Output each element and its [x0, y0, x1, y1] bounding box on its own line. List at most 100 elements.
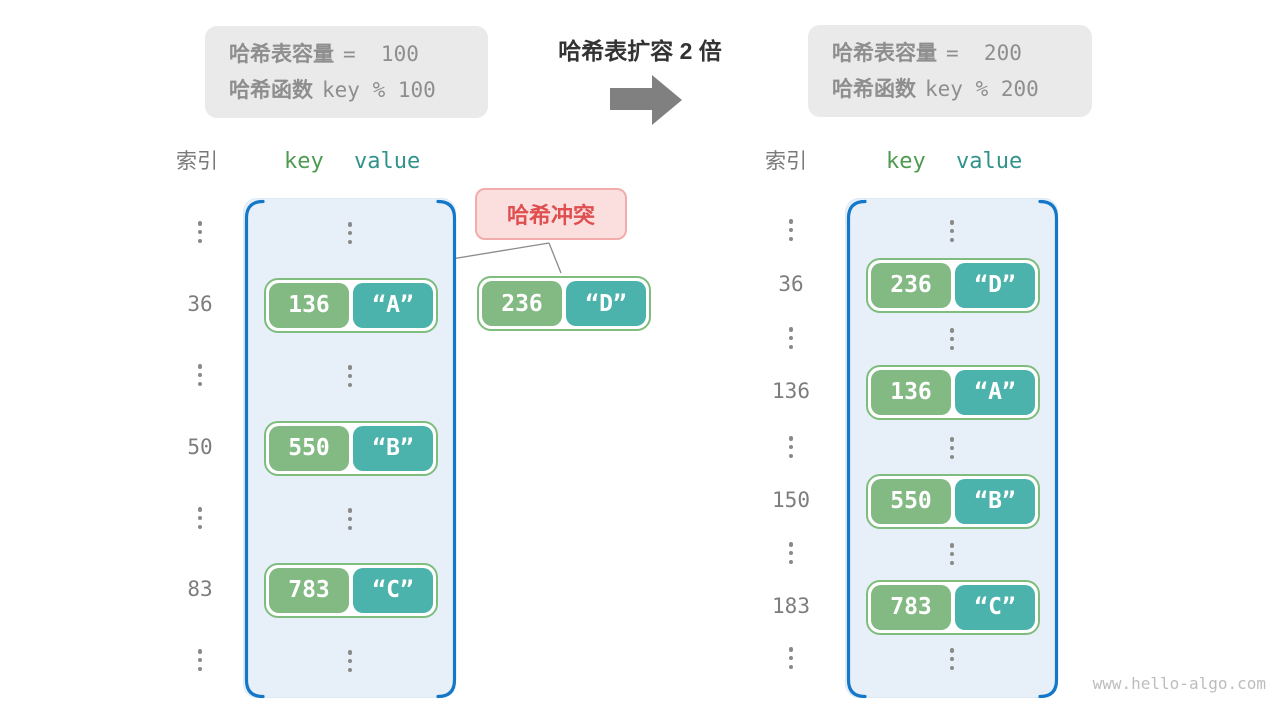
dot-icon — [788, 327, 794, 332]
index-ellipsis — [788, 219, 794, 241]
value-cell: “C” — [955, 584, 1035, 630]
right-value-header: value — [956, 149, 1023, 174]
dot-icon — [347, 365, 353, 370]
dot-icon — [788, 647, 794, 652]
key-value-pair: 236“D” — [866, 257, 1040, 313]
slot-ellipsis — [347, 365, 353, 387]
dot-icon — [197, 372, 203, 378]
value-cell: “A” — [353, 282, 433, 328]
dot-icon — [949, 656, 955, 662]
dot-icon — [347, 373, 353, 379]
dot-icon — [197, 229, 203, 235]
dot-icon — [347, 230, 353, 236]
right-arrow-icon — [610, 75, 682, 125]
dot-icon — [347, 525, 353, 530]
capacity-value: = 200 — [946, 40, 1022, 65]
key-cell: 236 — [482, 281, 562, 326]
slot-ellipsis — [949, 328, 955, 350]
dot-icon — [347, 650, 353, 655]
index-ellipsis — [788, 327, 794, 349]
dot-icon — [949, 665, 955, 670]
dot-icon — [949, 437, 955, 442]
capacity-line: 哈希表容量= 200 — [832, 38, 1068, 69]
slot-ellipsis — [347, 508, 353, 530]
key-cell: 136 — [871, 369, 951, 415]
key-cell: 236 — [871, 262, 951, 308]
dot-icon — [788, 550, 794, 556]
dot-icon — [949, 551, 955, 557]
dot-icon — [197, 221, 203, 226]
dot-icon — [949, 445, 955, 451]
index-ellipsis — [788, 436, 794, 458]
left-table-box: 136“A”550“B”783“C” — [243, 198, 457, 699]
dot-icon — [788, 655, 794, 661]
left-value-header: value — [354, 149, 421, 174]
dot-icon — [197, 507, 203, 512]
key-value-pair: 550“B” — [866, 473, 1040, 529]
key-value-pair: 136“A” — [866, 364, 1040, 420]
dot-icon — [788, 344, 794, 349]
slot-ellipsis — [949, 543, 955, 565]
index-label: 36 — [778, 272, 804, 296]
key-value-pair: 783“C” — [264, 562, 438, 618]
index-label: 36 — [187, 292, 213, 316]
dot-icon — [788, 335, 794, 341]
slot-ellipsis — [347, 222, 353, 244]
dot-icon — [197, 515, 203, 521]
key-value-pair: 236“D” — [477, 276, 651, 331]
dot-icon — [949, 543, 955, 548]
dot-icon — [347, 658, 353, 664]
dot-icon — [197, 381, 203, 386]
index-ellipsis — [788, 647, 794, 669]
dot-icon — [788, 236, 794, 241]
dot-icon — [949, 454, 955, 459]
dot-icon — [788, 664, 794, 669]
dot-icon — [197, 666, 203, 671]
value-cell: “D” — [566, 281, 646, 326]
dot-icon — [949, 648, 955, 653]
index-label: 50 — [187, 435, 213, 459]
dot-icon — [788, 453, 794, 458]
index-label: 183 — [772, 594, 810, 618]
hash-fn-label: 哈希函数 — [832, 77, 916, 101]
dot-icon — [197, 524, 203, 529]
dot-icon — [949, 336, 955, 342]
key-value-pair: 783“C” — [866, 579, 1040, 635]
dot-icon — [347, 382, 353, 387]
dot-icon — [347, 239, 353, 244]
hash-fn-value: key % 100 — [322, 77, 436, 102]
dot-icon — [788, 436, 794, 441]
dot-icon — [949, 560, 955, 565]
dot-icon — [949, 345, 955, 350]
key-cell: 550 — [269, 425, 349, 471]
dot-icon — [788, 444, 794, 450]
value-cell: “D” — [955, 262, 1035, 308]
hash-collision-label: 哈希冲突 — [475, 188, 627, 240]
index-label: 136 — [772, 379, 810, 403]
dot-icon — [949, 237, 955, 242]
value-cell: “B” — [353, 425, 433, 471]
dot-icon — [788, 542, 794, 547]
index-ellipsis — [197, 507, 203, 529]
dot-icon — [347, 508, 353, 513]
dot-icon — [949, 328, 955, 333]
value-cell: “A” — [955, 369, 1035, 415]
dot-icon — [347, 516, 353, 522]
right-table-box: 236“D” 136“A” 550“B” 783“C” — [845, 198, 1059, 699]
capacity-label: 哈希表容量 — [229, 42, 334, 66]
slot-ellipsis — [949, 648, 955, 670]
capacity-line: 哈希表容量= 100 — [229, 39, 464, 70]
dot-icon — [197, 238, 203, 243]
watermark: www.hello-algo.com — [1092, 674, 1266, 693]
index-ellipsis — [788, 542, 794, 564]
dot-icon — [197, 657, 203, 663]
key-cell: 783 — [871, 584, 951, 630]
index-label: 150 — [772, 488, 810, 512]
dot-icon — [197, 649, 203, 654]
index-label: 83 — [187, 577, 213, 601]
